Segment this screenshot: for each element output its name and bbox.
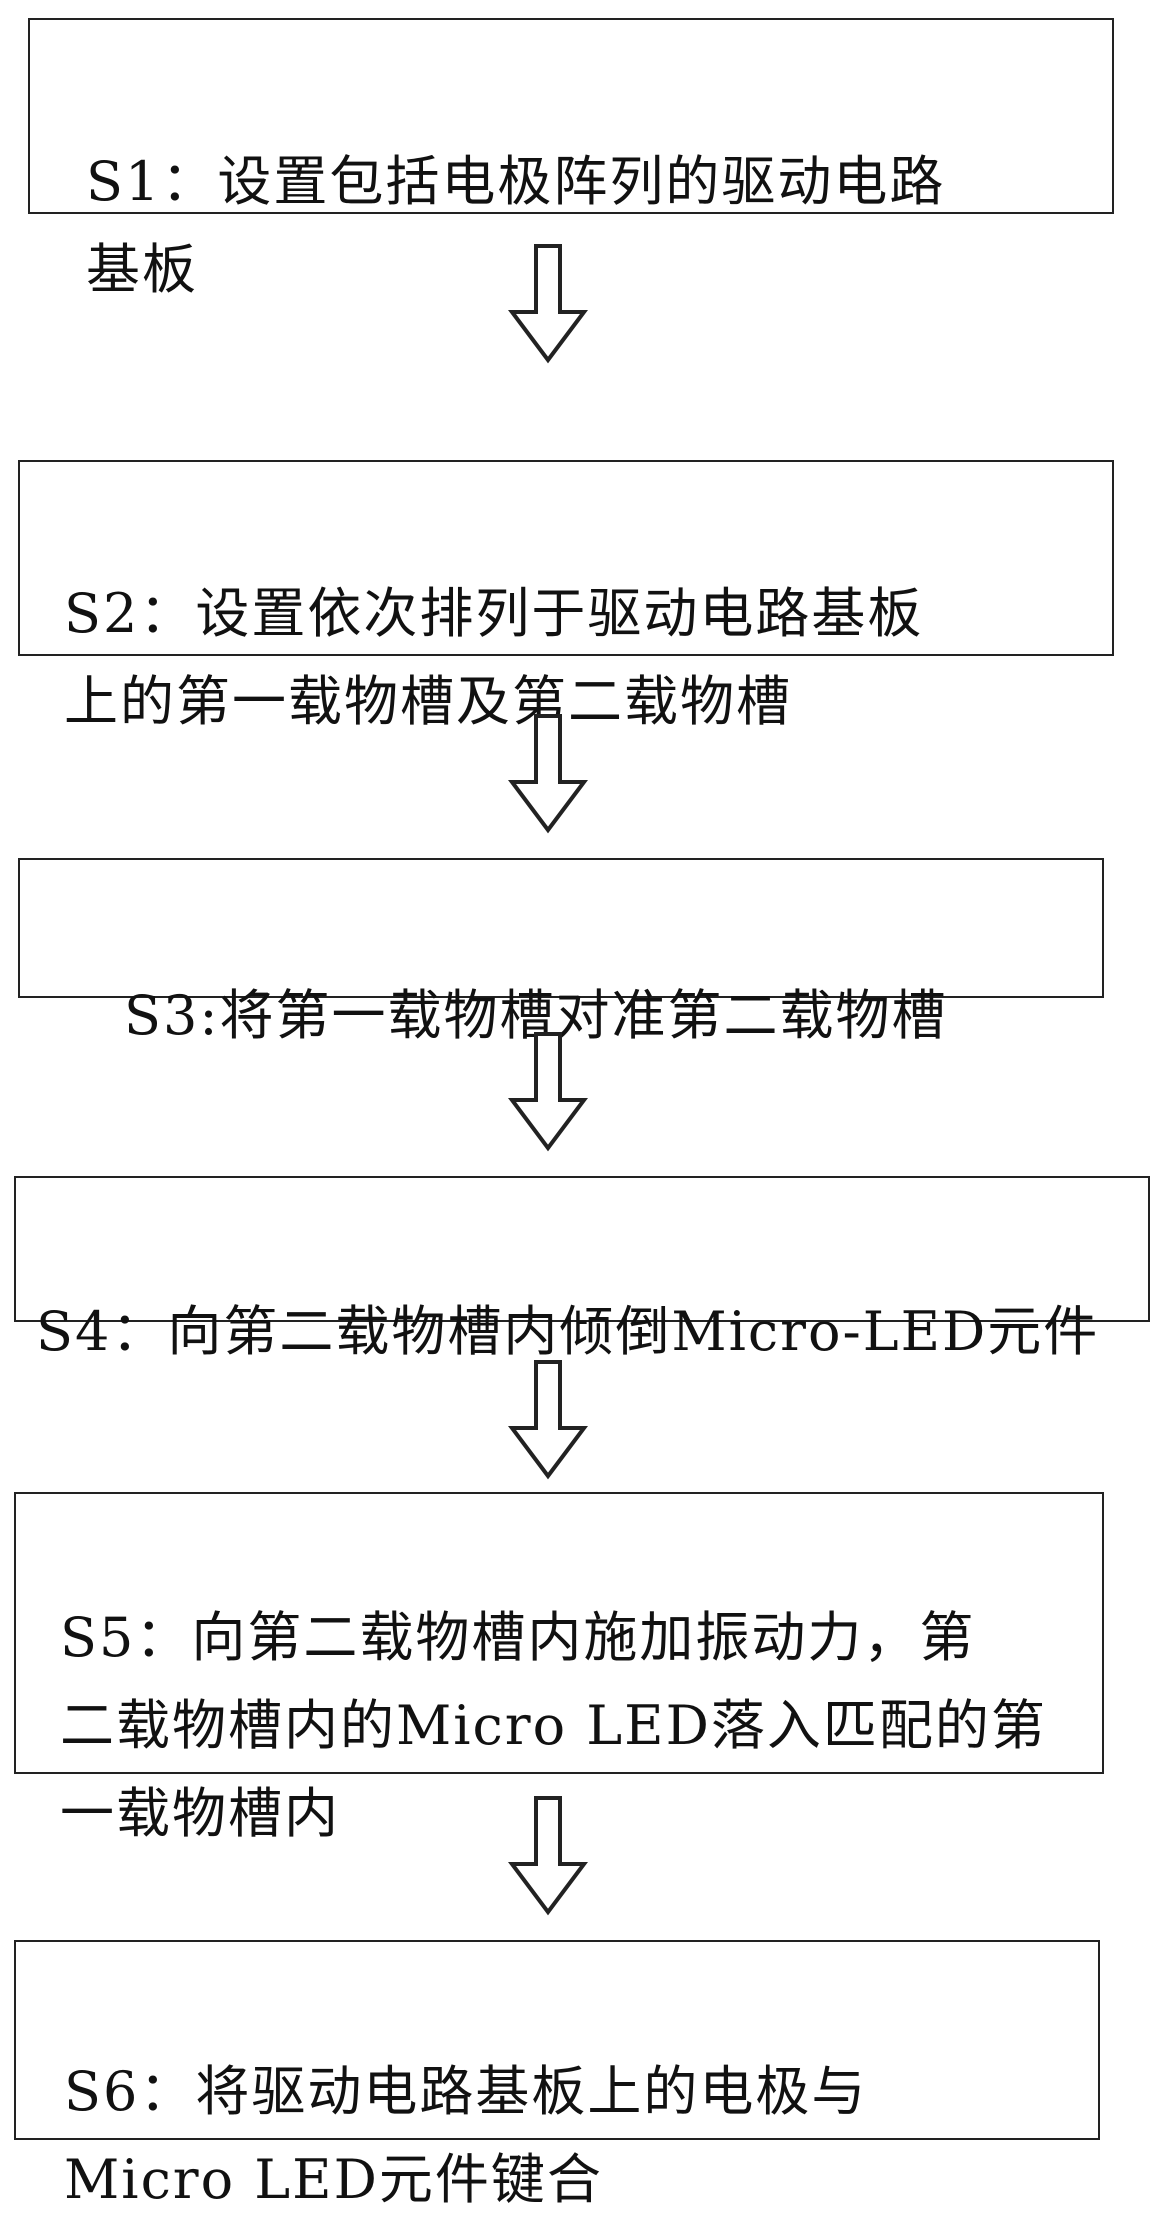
hollow-down-arrow-icon	[508, 714, 588, 834]
step-s6-text: S6：将驱动电路基板上的电极与 Micro LED元件键合	[64, 2060, 867, 2211]
step-s6-box: S6：将驱动电路基板上的电极与 Micro LED元件键合	[14, 1940, 1100, 2140]
step-s5-box: S5：向第二载物槽内施加振动力，第 二载物槽内的Micro LED落入匹配的第 …	[14, 1492, 1104, 1774]
step-s4-box: S4：向第二载物槽内倾倒Micro-LED元件	[14, 1176, 1150, 1322]
hollow-down-arrow-icon	[508, 244, 588, 364]
hollow-down-arrow-icon	[508, 1032, 588, 1152]
step-s1-box: S1：设置包括电极阵列的驱动电路 基板	[28, 18, 1114, 214]
hollow-down-arrow-icon	[508, 1796, 588, 1916]
flowchart-page: { "steps": [ {"id": "S1", "text": "S1：设置…	[0, 0, 1165, 2159]
hollow-down-arrow-icon	[508, 1360, 588, 1480]
step-s4-text: S4：向第二载物槽内倾倒Micro-LED元件	[36, 1300, 1099, 1363]
step-s2-box: S2：设置依次排列于驱动电路基板 上的第一载物槽及第二载物槽	[18, 460, 1114, 656]
step-s2-text: S2：设置依次排列于驱动电路基板 上的第一载物槽及第二载物槽	[64, 582, 923, 733]
step-s3-box: S3:将第一载物槽对准第二载物槽	[18, 858, 1104, 998]
